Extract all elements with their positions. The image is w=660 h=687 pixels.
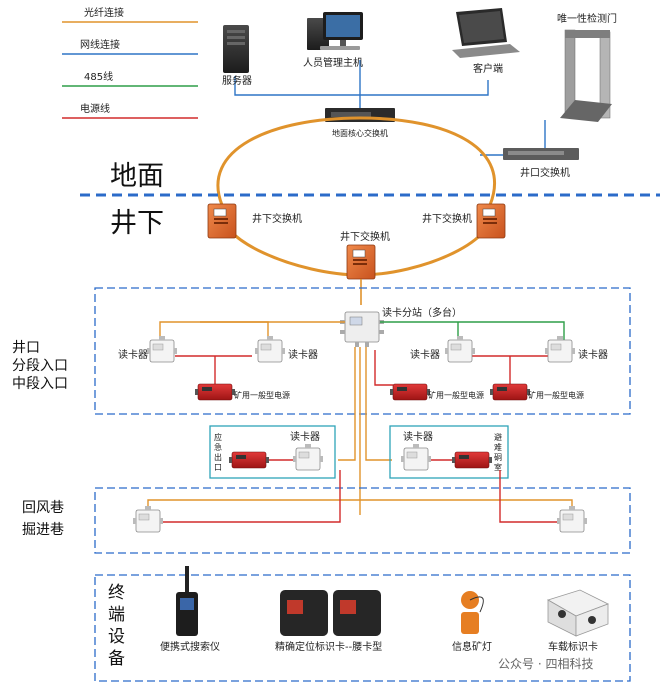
substation-label: 读卡分站（多台）: [382, 306, 462, 319]
reader-4-icon: [544, 335, 576, 363]
emergency-power-icon: [228, 451, 270, 469]
terminal-item-4-label: 车载标识卡: [548, 640, 598, 653]
reader-3-label: 读卡器: [410, 348, 440, 361]
section1-power-links: [175, 350, 548, 388]
underground-switch-left-icon: [207, 203, 237, 239]
terminal-item-2-label: 精确定位标识卡--腰卡型: [275, 640, 382, 653]
terminal-title-char4: 备: [108, 649, 125, 669]
underground-zone-label: 井下: [110, 208, 164, 239]
section1-label-line3: 中段入口: [12, 376, 68, 392]
ground-zone-label: 地面: [110, 161, 164, 192]
reader-1-icon: [146, 335, 178, 363]
terminal-title-char2: 端: [108, 605, 125, 625]
client-label: 客户端: [473, 62, 503, 75]
laptop-icon: [452, 8, 520, 58]
underground-switch-center-label: 井下交换机: [340, 230, 390, 243]
fiber-ring-upper: [216, 116, 497, 206]
underground-switch-center-icon: [346, 244, 376, 280]
refuge-chamber-box: [389, 425, 509, 479]
power-supply-1-label: 矿用一般型电源: [234, 390, 290, 400]
legend: 光纤连接 网线连接 485线 电源线: [62, 6, 198, 119]
reader-4-label: 读卡器: [578, 348, 608, 361]
power-supply-3-icon: [489, 383, 531, 401]
mine-lamp-icon: [461, 591, 484, 634]
section3-frame: [94, 487, 631, 554]
legend-power-label: 电源线: [80, 102, 110, 115]
card-substation-icon: [340, 311, 384, 347]
power-supply-3-label: 矿用一般型电源: [528, 390, 584, 400]
return-air-reader-icon: [132, 505, 164, 533]
personnel-host-label: 人员管理主机: [303, 56, 363, 69]
emergency-reader-icon: [292, 443, 324, 471]
terminal-item-1-label: 便携式搜索仪: [160, 640, 220, 653]
reader-1-label: 读卡器: [118, 348, 148, 361]
detection-gate-icon: [560, 29, 612, 122]
legend-485-label: 485线: [84, 70, 113, 83]
refuge-reader-label: 读卡器: [403, 430, 433, 443]
legend-fiber-label: 光纤连接: [84, 6, 124, 19]
server-label: 服务器: [222, 74, 252, 87]
underground-switch-right-icon: [476, 203, 506, 239]
shaft-switch-icon: [503, 148, 579, 160]
terminal-item-3-label: 信息矿灯: [452, 640, 492, 653]
computer-icon: [307, 12, 363, 50]
terminal-title-char1: 终: [108, 583, 125, 603]
power-supply-2-icon: [389, 383, 431, 401]
section1-frame: [94, 287, 631, 415]
emergency-exit-box: [209, 425, 336, 479]
power-supply-2-label: 矿用一般型电源: [428, 390, 484, 400]
server-icon: [223, 25, 249, 73]
section1-label-line2: 分段入口: [12, 358, 68, 374]
watermark-account: 公众号 · 四相科技: [498, 657, 593, 671]
unique-gate-label: 唯一性检测门: [557, 12, 617, 25]
emergency-exit-vertical: 应急出口: [214, 432, 222, 472]
reader-2-icon: [254, 335, 286, 363]
underground-switch-right-label: 井下交换机: [422, 212, 472, 225]
underground-switch-left-label: 井下交换机: [252, 212, 302, 225]
terminal-title-char3: 设: [108, 627, 125, 647]
section1-485-links: [159, 321, 565, 340]
core-switch-label: 地面核心交换机: [332, 128, 388, 138]
refuge-power-icon: [451, 451, 493, 469]
refuge-reader-icon: [400, 443, 432, 471]
substation-trunks: [338, 347, 392, 515]
shaft-switch-label: 井口交换机: [520, 166, 570, 179]
section1-label-line1: 井口: [12, 340, 40, 356]
reader-3-icon: [444, 335, 476, 363]
reader-2-label: 读卡器: [288, 348, 318, 361]
power-supply-1-icon: [194, 383, 236, 401]
waist-card-icon: [280, 590, 381, 636]
emergency-reader-label: 读卡器: [290, 430, 320, 443]
section3-label-line1: 回风巷: [22, 500, 64, 516]
heading-reader-icon: [556, 505, 588, 533]
legend-network-label: 网线连接: [80, 38, 120, 51]
terminal-frame: [94, 574, 631, 682]
refuge-chamber-vertical: 避难硐室: [494, 432, 502, 472]
vehicle-card-icon: [547, 589, 609, 637]
search-device-icon: [176, 566, 198, 636]
section3-links: [147, 470, 573, 523]
section3-label-line2: 掘进巷: [22, 522, 64, 538]
